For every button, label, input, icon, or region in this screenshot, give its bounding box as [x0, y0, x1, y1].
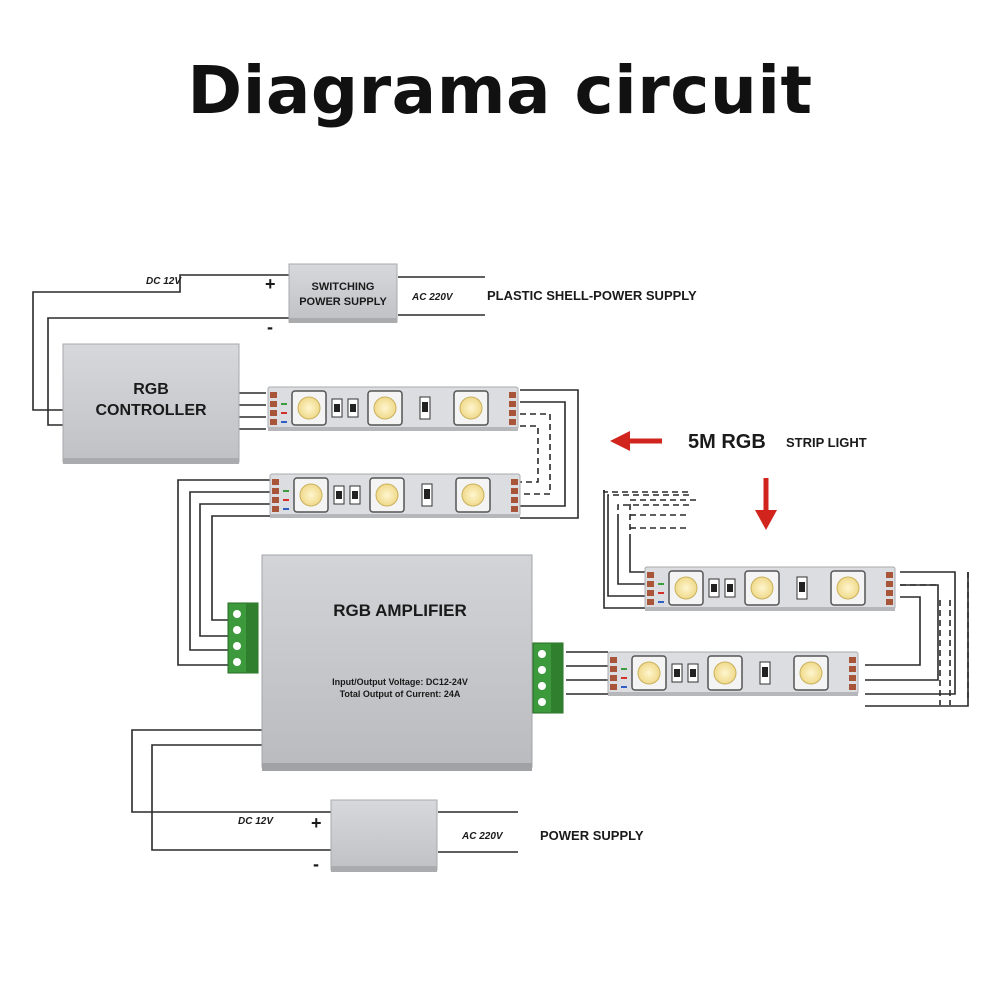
controller-label-1: RGB [133, 381, 169, 398]
strip-caption-big: 5M RGB [688, 431, 766, 453]
led-strip-3 [644, 566, 896, 612]
dashed-wires [520, 413, 969, 705]
top-minus-sign: - [267, 317, 273, 337]
bottom-ac-label: AC 220V [461, 831, 504, 842]
led-strip-1 [267, 386, 519, 432]
led-strip-4 [607, 651, 859, 697]
top-plus-sign: + [265, 274, 276, 294]
controller-label-2: CONTROLLER [95, 402, 207, 419]
rgb-controller: RGB CONTROLLER [62, 343, 240, 464]
top-ac-label: AC 220V [411, 292, 454, 303]
top-supply-caption: PLASTIC SHELL-POWER SUPPLY [487, 288, 697, 303]
switching-power-supply: SWITCHING POWER SUPPLY [288, 263, 398, 323]
rgb-amplifier: RGB AMPLIFIER Input/Output Voltage: DC12… [261, 554, 533, 771]
bottom-minus-sign: - [313, 854, 319, 874]
left-arrow-icon [610, 431, 662, 451]
switching-supply-label-1: SWITCHING [312, 281, 375, 293]
page-title: Diagrama circuit [187, 52, 813, 129]
terminal-block-icon [532, 642, 564, 714]
down-arrow-icon [755, 478, 777, 530]
terminal-block-icon [227, 602, 259, 674]
switching-supply-label-2: POWER SUPPLY [299, 296, 387, 308]
amplifier-spec-current: Total Output of Current: 24A [340, 689, 461, 699]
bottom-supply-caption: POWER SUPPLY [540, 828, 644, 843]
wires [32, 274, 969, 853]
amplifier-title: RGB AMPLIFIER [333, 601, 466, 620]
amplifier-spec-voltage: Input/Output Voltage: DC12-24V [332, 677, 468, 687]
led-strip-2 [269, 473, 521, 519]
top-dc-label: DC 12V [146, 276, 182, 287]
bottom-dc-label: DC 12V [238, 816, 274, 827]
bottom-power-supply [330, 799, 438, 872]
bottom-plus-sign: + [311, 813, 322, 833]
strip-caption-small: STRIP LIGHT [786, 435, 867, 450]
